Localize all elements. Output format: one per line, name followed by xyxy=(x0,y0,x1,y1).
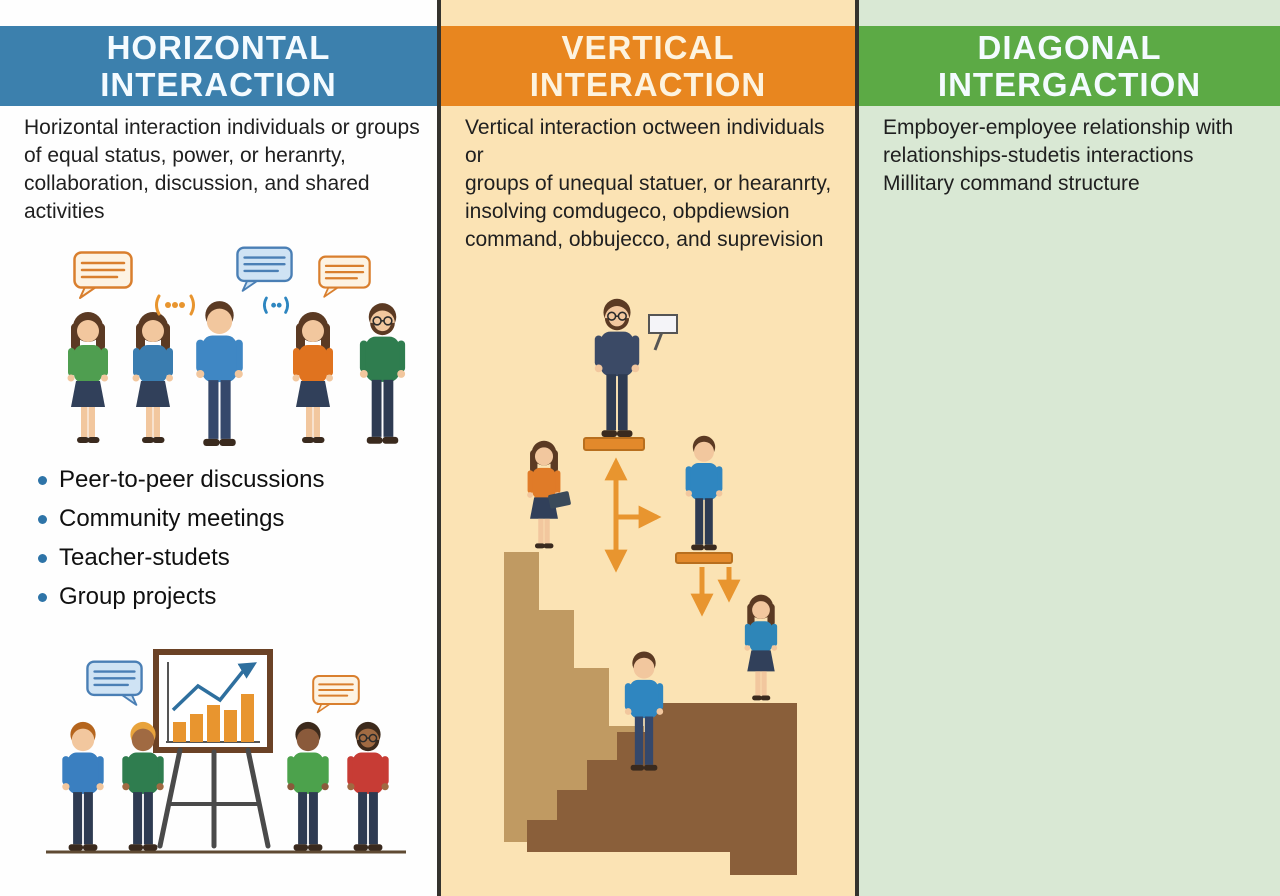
bullet-item: Group projects xyxy=(38,583,324,611)
column-diagonal: DIAGONAL INTERGACTION Empboyer-employee … xyxy=(859,0,1280,896)
bullet-dot-icon xyxy=(38,514,47,524)
bullet-dot-icon xyxy=(38,592,47,602)
easel-stand xyxy=(157,747,271,849)
vertical-hierarchy-illustration xyxy=(504,298,797,875)
flipchart-bar-chart-icon xyxy=(153,649,273,753)
sign-icon xyxy=(648,314,678,351)
vertical-header-band: VERTICAL INTERACTION xyxy=(441,26,855,106)
speech-bubble-orange-icon xyxy=(73,251,133,299)
column-horizontal: HORIZONTAL INTERACTION Horizontal intera… xyxy=(0,0,437,896)
person-boss-suit xyxy=(593,298,641,438)
bullet-dot-icon xyxy=(38,475,47,485)
person-woman-blue xyxy=(744,594,778,701)
speech-bubble-blue-icon xyxy=(86,660,143,706)
column-divider xyxy=(437,0,441,896)
person-woman-orange xyxy=(292,312,333,443)
column-vertical: VERTICAL INTERACTION Vertical interactio… xyxy=(441,0,855,896)
bullet-item: Community meetings xyxy=(38,505,324,533)
platform-top xyxy=(583,437,645,451)
bullet-label: Group projects xyxy=(59,583,217,610)
person-man-blue-jacket xyxy=(62,721,104,851)
person-woman-blue xyxy=(132,312,173,443)
chat-dots-orange-icon xyxy=(155,294,195,316)
diagonal-title: DIAGONAL INTERGACTION xyxy=(937,29,1202,103)
person-woman-green xyxy=(67,312,108,443)
horizontal-header-band: HORIZONTAL INTERACTION xyxy=(0,26,437,106)
tablet-icon xyxy=(548,491,571,509)
vertical-description: Vertical interaction octween individuals… xyxy=(465,116,832,251)
bullet-label: Peer-to-peer discussions xyxy=(59,466,325,493)
bullet-label: Community meetings xyxy=(59,505,285,532)
horizontal-flipchart-group-illustration xyxy=(46,649,406,854)
person-man-blue-center xyxy=(196,301,243,446)
bullet-item: Peer-to-peer discussions xyxy=(38,466,324,494)
speech-bubble-orange-icon-2 xyxy=(318,255,371,298)
bullet-dot-icon xyxy=(38,553,47,563)
person-man-blue-suit xyxy=(685,435,723,551)
person-man-green-dark xyxy=(287,721,329,851)
speech-bubble-orange-icon xyxy=(312,674,360,714)
bullet-label: Teacher-studets xyxy=(59,544,230,571)
horizontal-peer-group-illustration xyxy=(67,246,406,446)
speech-bubble-blue-icon xyxy=(236,246,293,293)
horizontal-title: HORIZONTAL INTERACTION xyxy=(100,29,337,103)
person-man-red-beard xyxy=(346,721,390,852)
bullet-item: Teacher-studets xyxy=(38,544,324,572)
chat-dots-blue-icon xyxy=(263,296,289,314)
diagonal-header-band: DIAGONAL INTERGACTION xyxy=(859,26,1280,106)
platform-mid xyxy=(675,552,733,564)
staircase-dark-shape xyxy=(527,703,797,875)
diagonal-description: Empboyer-employee relationship with rela… xyxy=(883,116,1234,195)
vertical-title: VERTICAL INTERACTION xyxy=(529,29,767,103)
horizontal-bullet-list: Peer-to-peer discussions Community meeti… xyxy=(38,466,324,622)
horizontal-description: Horizontal interaction individuals or gr… xyxy=(24,116,420,223)
vertical-arrows xyxy=(604,457,741,617)
column-divider xyxy=(855,0,859,896)
person-man-green-beard xyxy=(359,302,406,445)
